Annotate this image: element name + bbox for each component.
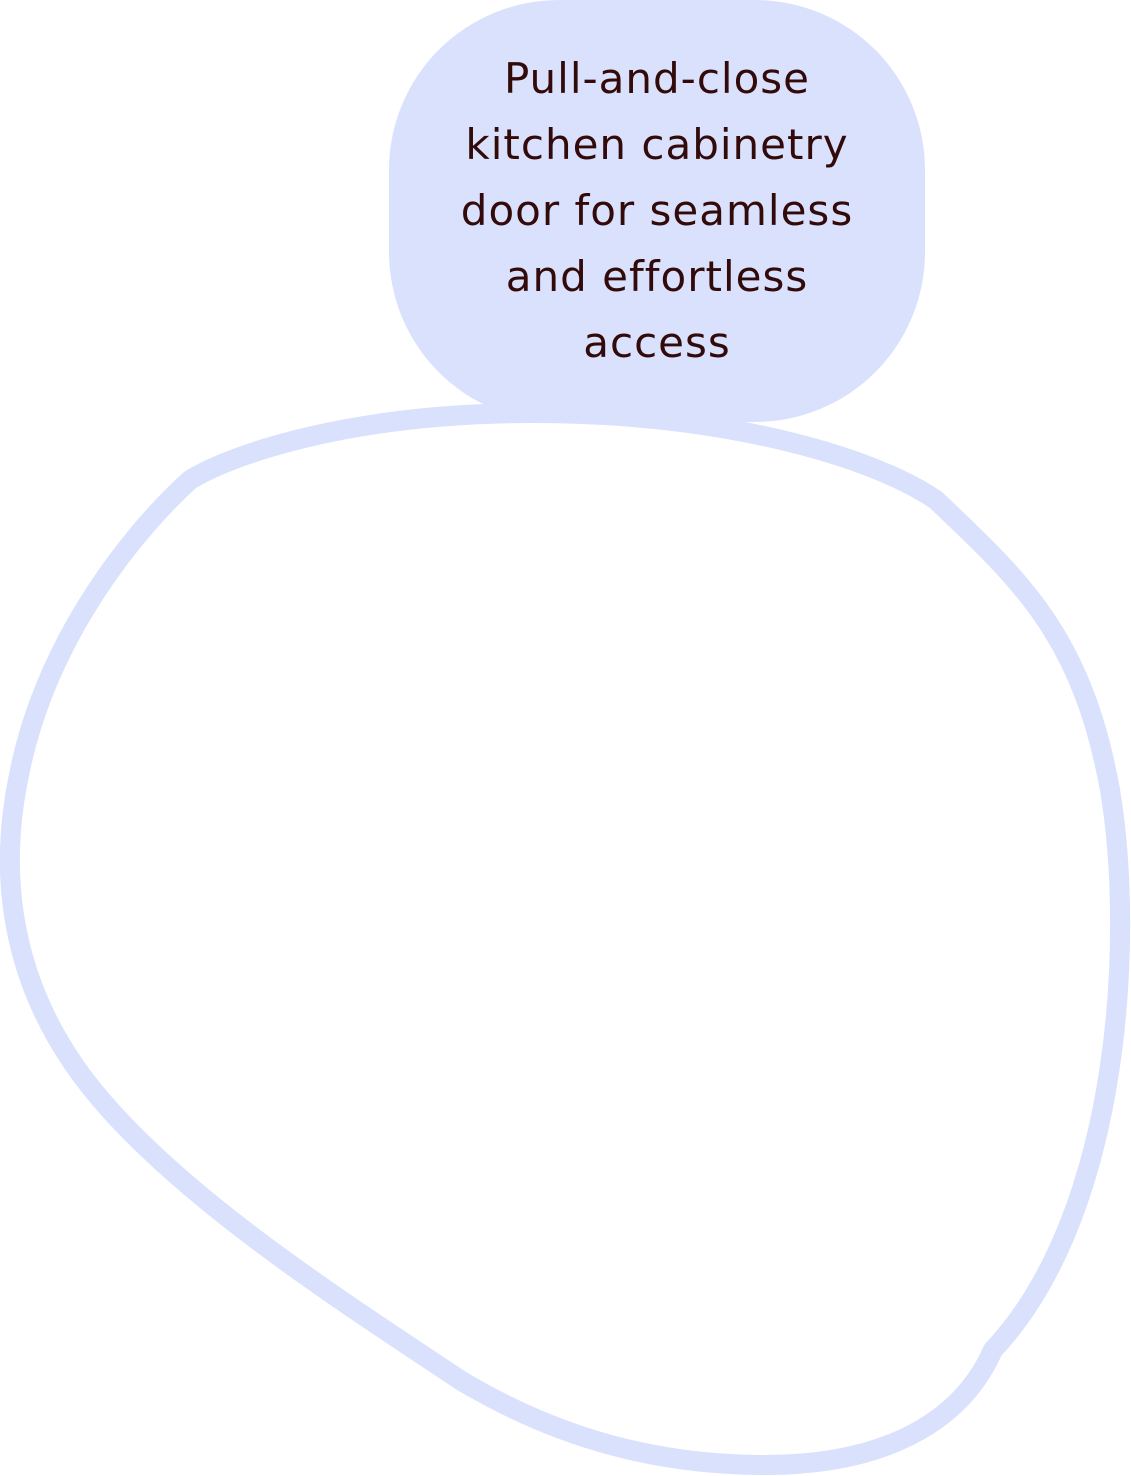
caption-text: Pull-and-close kitchen cabinetry door fo… [460, 54, 854, 367]
blob-outline-path [0, 403, 1131, 1475]
caption-bubble: Pull-and-close kitchen cabinetry door fo… [389, 0, 925, 422]
